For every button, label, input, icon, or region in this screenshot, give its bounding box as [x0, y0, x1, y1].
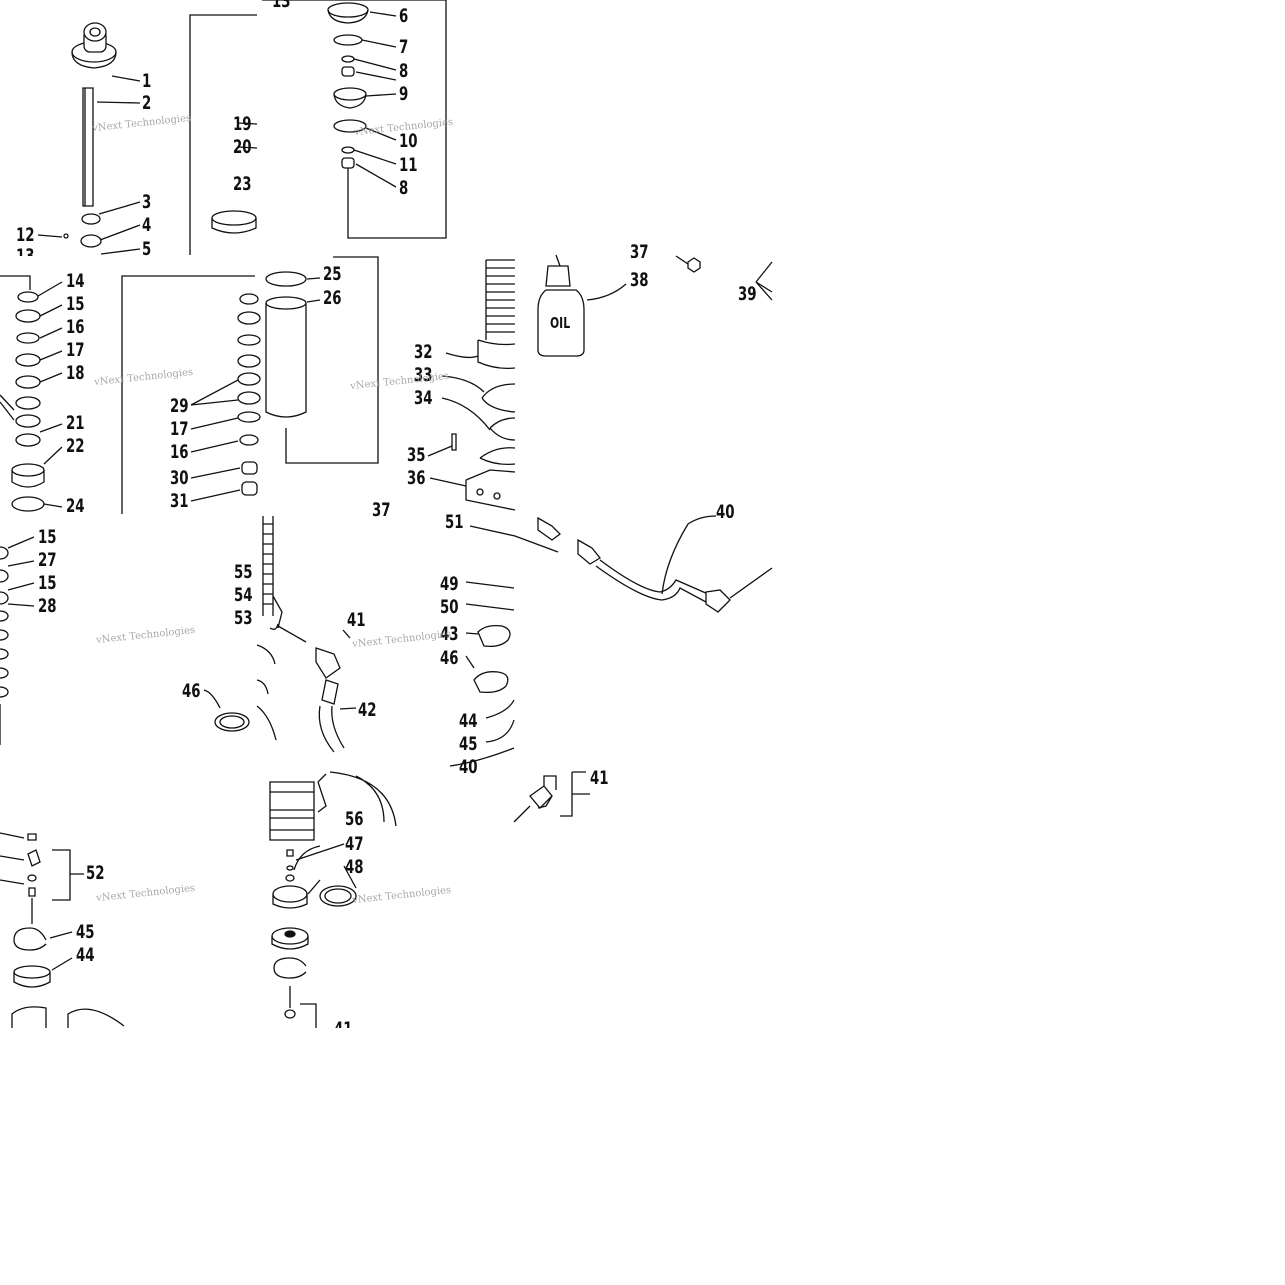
callout-45a: 45	[459, 733, 478, 755]
center-shim-stack	[122, 276, 260, 514]
callout-55: 55	[234, 561, 253, 583]
callout-18: 18	[66, 362, 85, 384]
callout-17b: 17	[170, 418, 189, 440]
callout-9: 9	[399, 83, 409, 105]
callout-12: 12	[16, 224, 35, 246]
callout-47: 47	[345, 833, 364, 855]
callout-43: 43	[440, 623, 459, 645]
shock-body-threaded	[428, 260, 515, 510]
shaft-assembly	[38, 23, 140, 254]
callout-40b: 40	[716, 503, 735, 518]
callout-44b: 44	[76, 944, 95, 966]
callout-30: 30	[170, 467, 189, 489]
oil-bottle	[538, 255, 772, 356]
callout-10: 10	[399, 130, 418, 152]
callout-28: 28	[38, 595, 57, 617]
callout-20: 20	[233, 136, 252, 158]
callout-31: 31	[170, 490, 189, 512]
callout-35: 35	[407, 444, 426, 466]
callout-21: 21	[66, 412, 85, 434]
callout-41c: 41	[590, 767, 609, 789]
lower-piston-assembly	[270, 772, 396, 1028]
callout-46a: 46	[182, 680, 201, 702]
callout-39: 39	[738, 283, 757, 305]
callout-37a: 37	[372, 499, 391, 521]
callout-24: 24	[66, 495, 85, 517]
callout-41a: 41	[347, 609, 366, 631]
callout-56: 56	[345, 808, 364, 830]
callout-22: 22	[66, 435, 85, 457]
callout-2: 2	[142, 92, 152, 114]
callout-41b: 41	[334, 1020, 353, 1028]
callout-27: 27	[38, 549, 57, 571]
callout-25: 25	[323, 263, 342, 285]
callout-11: 11	[399, 154, 418, 176]
callout-32: 32	[414, 341, 433, 363]
callout-52: 52	[86, 862, 105, 884]
callout-16a: 16	[66, 316, 85, 338]
callout-33: 33	[414, 364, 433, 386]
callout-6: 6	[399, 5, 409, 27]
callout-45b: 45	[76, 921, 95, 943]
reservoir-canister	[266, 257, 378, 463]
callout-8a: 8	[399, 60, 409, 82]
lower-left-shims	[0, 537, 249, 745]
callout-44a: 44	[459, 710, 478, 732]
callout-34: 34	[414, 387, 433, 409]
callout-3: 3	[142, 191, 152, 213]
callout-4: 4	[142, 214, 152, 236]
callout-17a: 17	[66, 339, 85, 361]
callout-50: 50	[440, 596, 459, 618]
callout-46b: 46	[440, 647, 459, 669]
callout-36: 36	[407, 467, 426, 489]
callout-15b: 15	[38, 526, 57, 548]
callout-48: 48	[345, 856, 364, 878]
top-cap-assembly	[190, 0, 446, 255]
callout-16b: 16	[170, 441, 189, 463]
callout-15a: 15	[66, 293, 85, 315]
callout-37b: 37	[630, 243, 649, 258]
callout-38: 38	[630, 269, 649, 291]
left-shim-stack	[0, 276, 62, 511]
callout-51: 51	[445, 511, 464, 533]
callout-49: 49	[440, 573, 459, 595]
callout-40a: 40	[459, 756, 478, 778]
callout-13a: 13	[16, 247, 35, 256]
callout-19: 19	[233, 113, 252, 135]
elbow-fitting	[514, 772, 590, 822]
callout-54: 54	[234, 584, 253, 606]
callout-42: 42	[358, 699, 377, 721]
callout-23: 23	[233, 173, 252, 195]
callout-29: 29	[170, 395, 189, 417]
oil-label: OIL	[550, 314, 571, 332]
callout-53: 53	[234, 607, 253, 629]
callout-26: 26	[323, 287, 342, 309]
lower-valve-stack	[0, 833, 124, 1028]
callout-15c: 15	[38, 572, 57, 594]
body-with-hose	[257, 516, 514, 766]
callout-7: 7	[399, 36, 409, 58]
callout-5: 5	[142, 238, 152, 260]
callout-13b: 13	[272, 0, 291, 12]
callout-8b: 8	[399, 177, 409, 199]
hose-fitting	[470, 516, 772, 612]
callout-1: 1	[142, 70, 152, 92]
callout-14: 14	[66, 270, 85, 292]
